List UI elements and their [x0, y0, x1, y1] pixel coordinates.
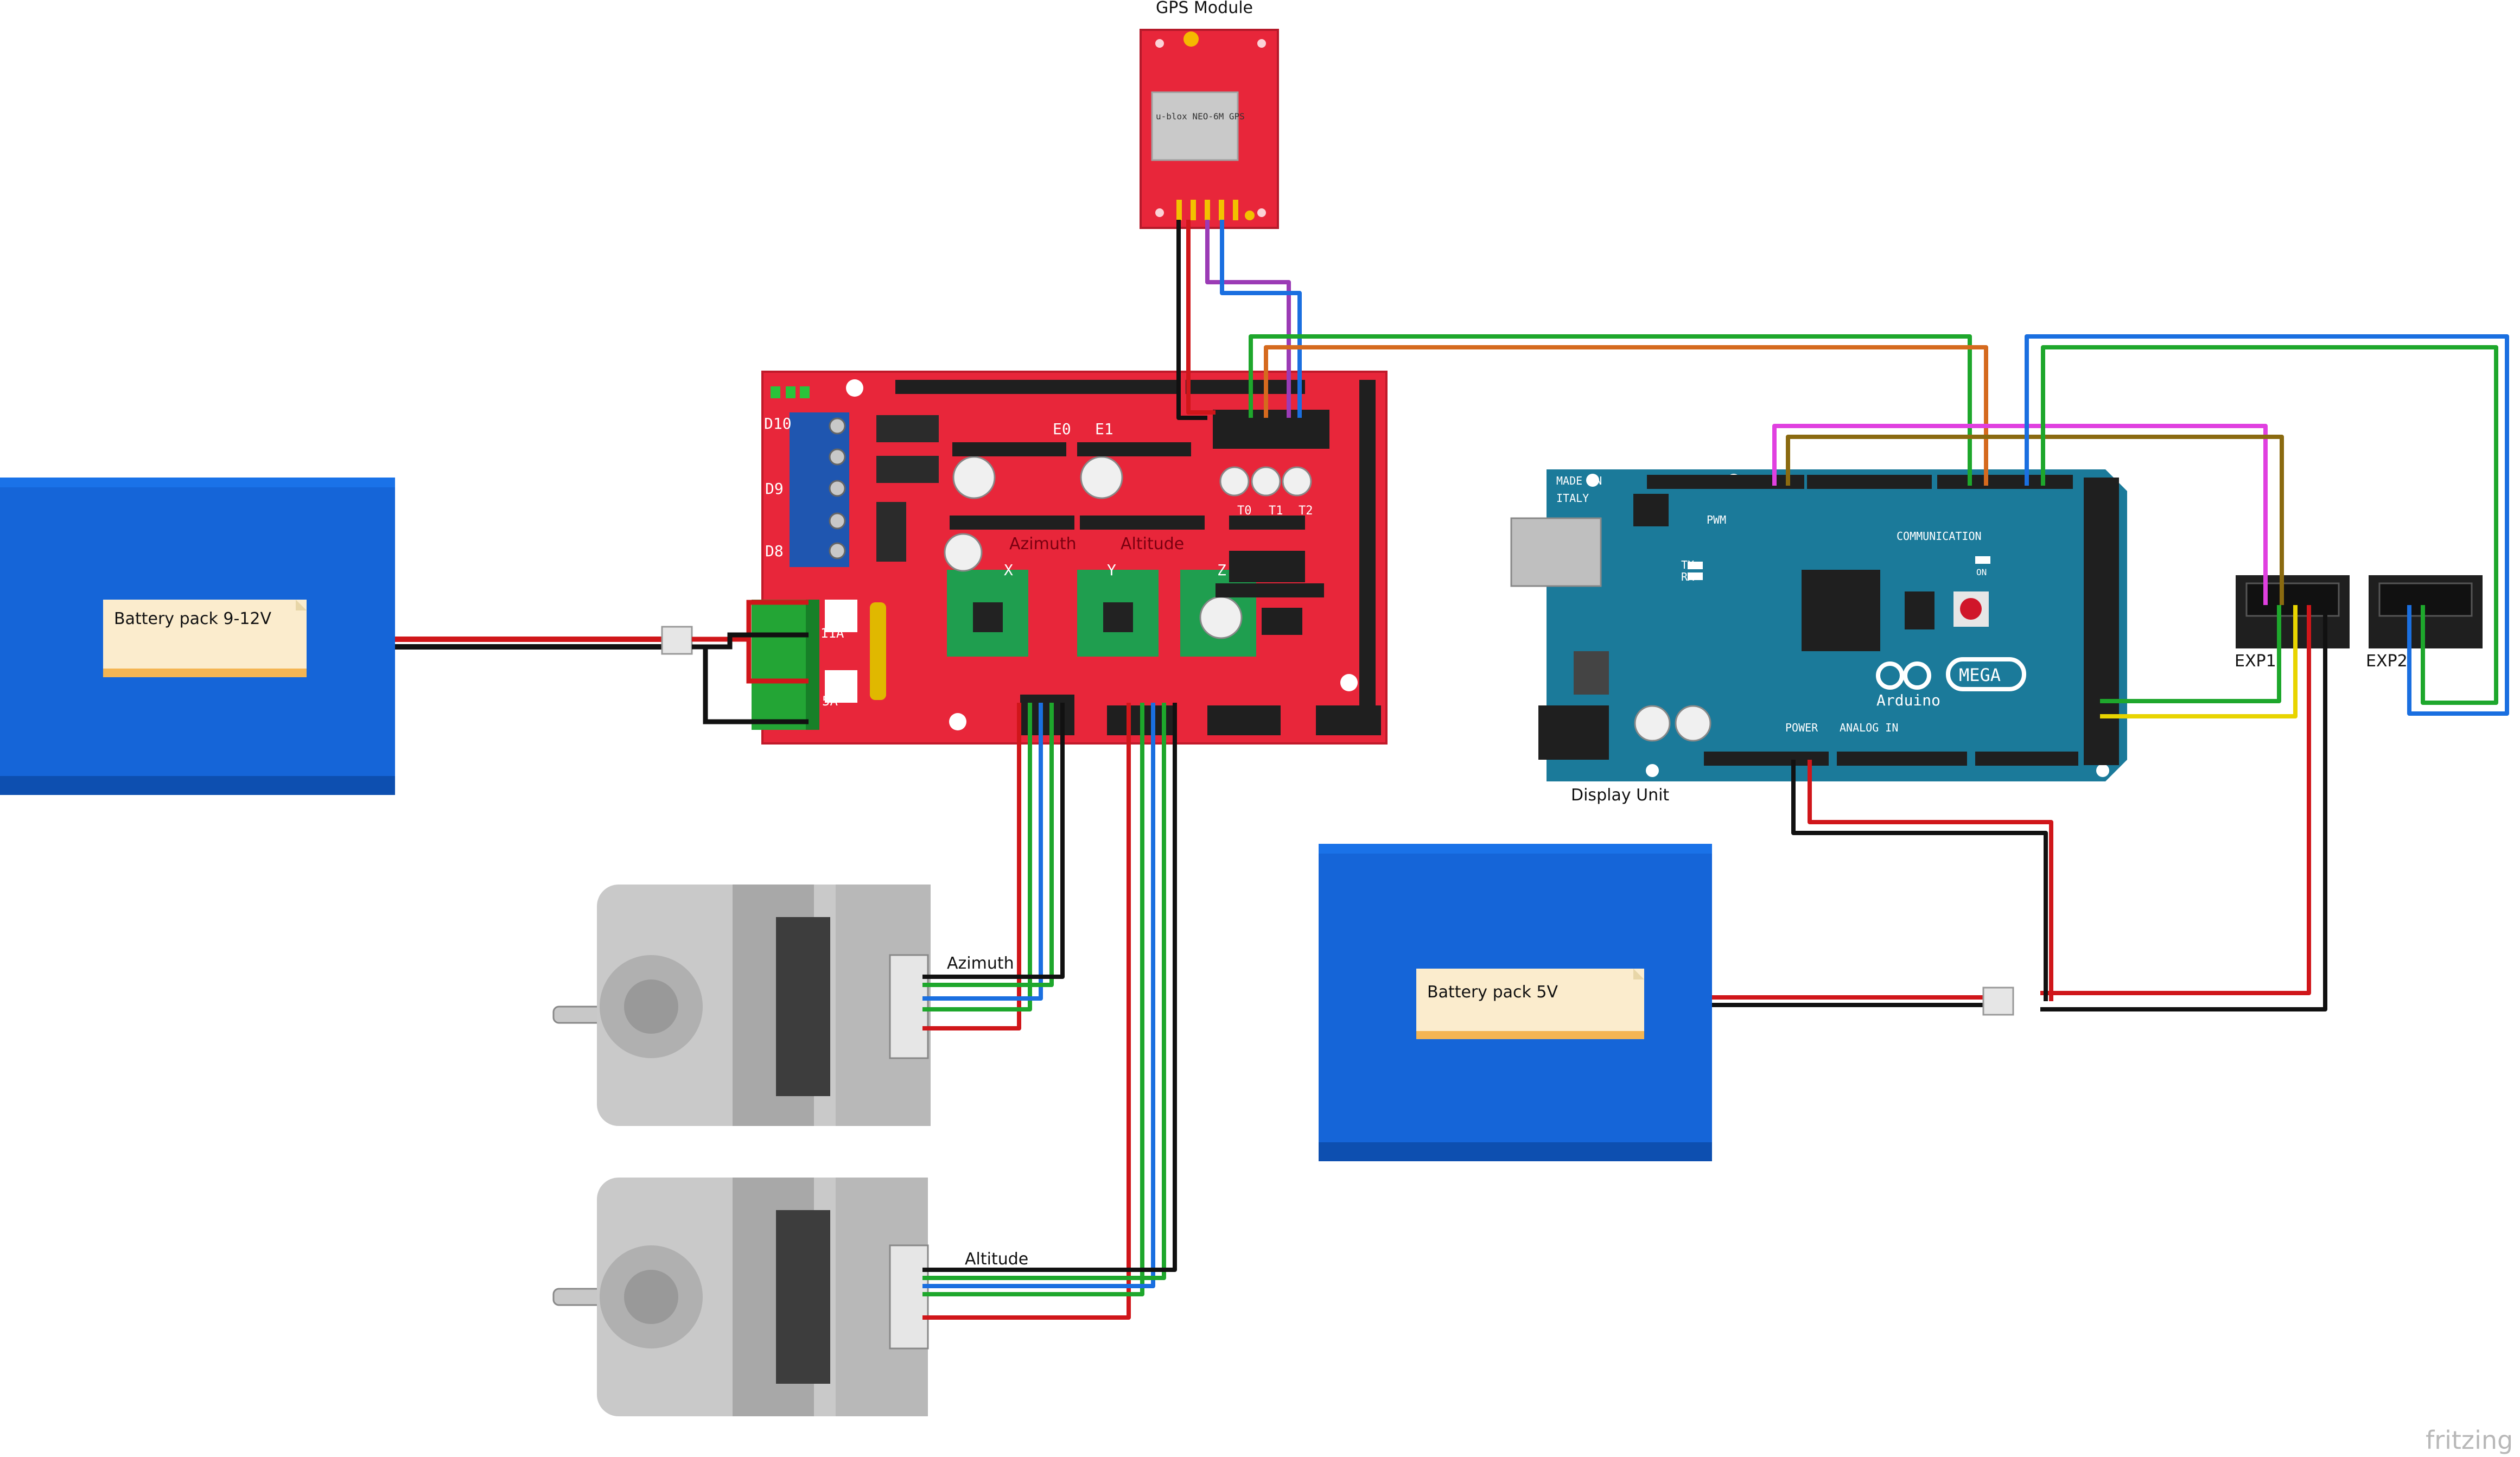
italy-label: ITALY — [1556, 492, 1589, 505]
ramps-labels: D10 D9 D8 11A 5A E0 E1 T0 T1 T2 X Y Z — [764, 415, 1313, 709]
fritzing-watermark: fritzing — [2426, 1426, 2513, 1455]
ramps-y: Y — [1107, 561, 1116, 579]
ramps-11a: 11A — [820, 626, 844, 641]
pwm-label: PWM — [1707, 513, 1726, 526]
analog-in-label: ANALOG IN — [1840, 721, 1898, 734]
battery-5v[interactable] — [1319, 844, 1712, 1161]
exp2-connector[interactable] — [2369, 575, 2483, 648]
gps-chip — [1151, 91, 1239, 161]
ramps-5a: 5A — [822, 693, 838, 709]
power-label: POWER — [1785, 721, 1818, 734]
mega-label: MEGA — [1959, 665, 2001, 685]
ramps-e1: E1 — [1095, 420, 1113, 438]
ramps-e0: E0 — [1053, 420, 1071, 438]
exp2-label: EXP2 — [2366, 652, 2408, 671]
ramps-t0: T0 — [1237, 504, 1252, 518]
ramps-d8: D8 — [765, 542, 784, 560]
ramps-t1: T1 — [1269, 504, 1283, 518]
on-label: ON — [1976, 567, 1987, 577]
gps-module[interactable]: u-blox NEO-6M GPS — [1140, 29, 1279, 229]
ramps-d9: D9 — [765, 480, 784, 498]
ramps-d10: D10 — [764, 415, 792, 432]
battery-main[interactable] — [0, 478, 395, 795]
battery-main-label: Battery pack 9-12V — [114, 609, 271, 628]
stepper-motor-altitude[interactable] — [552, 1178, 929, 1416]
communication-label: COMMUNICATION — [1897, 530, 1982, 543]
display-unit-label: Display Unit — [1571, 786, 1669, 805]
ramps-t2: T2 — [1299, 504, 1313, 518]
arduino-logo — [1876, 657, 2026, 691]
arduino-labels: MADE IN ITALY PWM COMMUNICATION TX RX ON… — [1556, 474, 2001, 734]
gps-chip-label: u-blox NEO-6M GPS — [1156, 111, 1245, 122]
stepper-motor-azimuth[interactable] — [552, 885, 931, 1126]
ramps-power-wires — [692, 600, 809, 724]
exp1-label: EXP1 — [2235, 652, 2276, 671]
gps-module-label: GPS Module — [1156, 0, 1253, 17]
battery-5v-label: Battery pack 5V — [1427, 983, 1558, 1002]
exp1-connector[interactable] — [2236, 575, 2350, 648]
arduino-label: Arduino — [1876, 691, 1940, 709]
motor-altitude-label: Altitude — [965, 1250, 1028, 1269]
rx-label: RX — [1681, 570, 1694, 583]
ramps-altitude-label: Altitude — [1121, 535, 1184, 553]
arduino-mega[interactable] — [1510, 469, 2127, 781]
battery-5v-plug — [1982, 987, 2014, 1016]
ramps-x: X — [1004, 561, 1013, 579]
ramps-z: Z — [1217, 561, 1226, 579]
tx-label: TX — [1681, 558, 1694, 571]
motor-azimuth-label: Azimuth — [947, 954, 1014, 973]
ramps-azimuth-label: Azimuth — [1009, 535, 1077, 553]
made-in-label: MADE IN — [1556, 474, 1602, 487]
gps-pins — [1176, 200, 1255, 220]
wires — [922, 220, 2509, 1320]
battery-main-wires — [395, 626, 693, 655]
